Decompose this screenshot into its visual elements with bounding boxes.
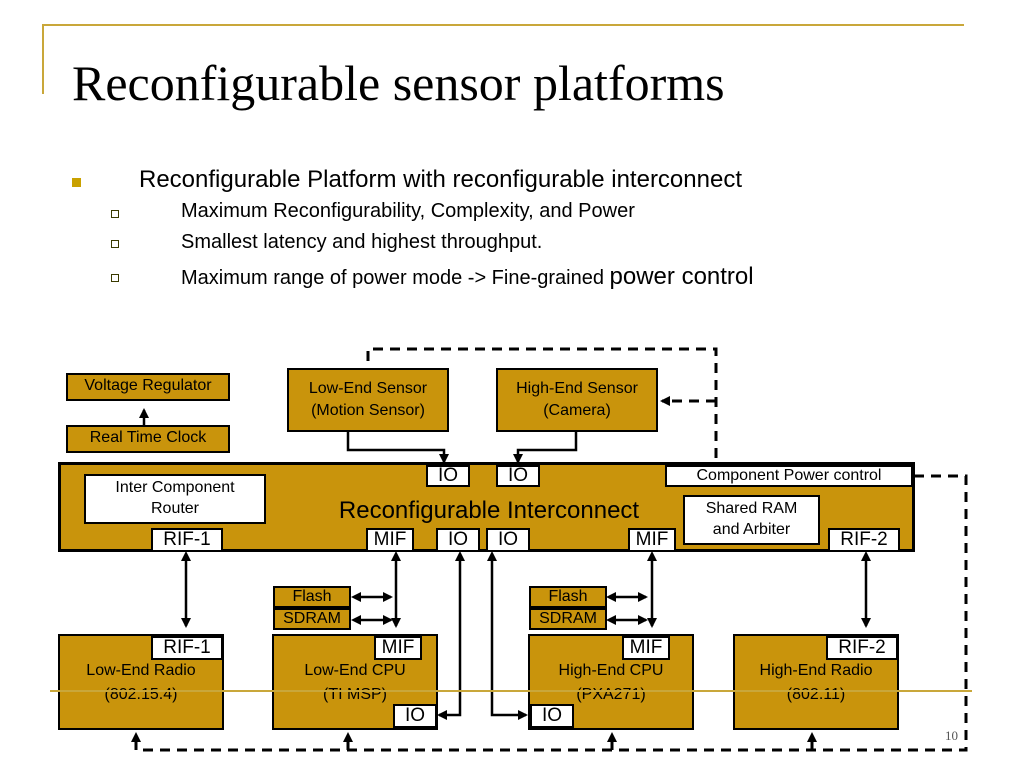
- io-high-cpu-link: [487, 551, 528, 720]
- bullet-sub-1: Maximum Reconfigurability, Complexity, a…: [181, 200, 635, 222]
- frame-top-rule: [42, 24, 964, 26]
- high-end-sensor-sublabel: (Camera): [543, 402, 611, 419]
- power-line-top: [366, 347, 718, 462]
- low-end-cpu-label: Low-End CPU: [304, 662, 406, 679]
- slide-title: Reconfigurable sensor platforms: [72, 55, 725, 111]
- low-end-radio-sublabel: (802.15.4): [104, 686, 178, 703]
- high-end-cpu-sublabel: (PXA271): [576, 686, 646, 703]
- sensor-low-arrow: [346, 432, 449, 464]
- bullet-sub-3: Maximum range of power mode -> Fine-grai…: [181, 263, 754, 291]
- mif-port-low: MIF: [366, 528, 414, 552]
- bullet-sub-2: Smallest latency and highest throughput.: [181, 231, 543, 253]
- shared-ram-label: Shared RAM: [705, 500, 798, 517]
- hollow-square-bullet-icon: [111, 240, 119, 248]
- frame-left-rule: [42, 24, 44, 94]
- mif-port-low-cpu: MIF: [374, 636, 422, 660]
- power-line-bottom: [131, 474, 968, 752]
- high-end-radio-label: High-End Radio: [759, 662, 873, 679]
- high-end-cpu-label: High-End CPU: [558, 662, 664, 679]
- bullet-sub-3-text: Maximum range of power mode -> Fine-grai…: [181, 267, 610, 289]
- voltage-regulator-box: Voltage Regulator: [66, 373, 230, 401]
- rif1-port-interconnect: RIF-1: [151, 528, 223, 552]
- rif2-port-interconnect: RIF-2: [828, 528, 900, 552]
- router-label: Inter Component: [115, 479, 235, 496]
- low-end-sensor-label: Low-End Sensor: [308, 380, 428, 397]
- rif2-port-radio: RIF-2: [826, 636, 898, 660]
- router-sublabel: Router: [150, 500, 200, 517]
- real-time-clock-box: Real Time Clock: [66, 425, 230, 453]
- low-end-cpu-sublabel: (TI MSP): [323, 686, 387, 703]
- sdram-box-high: SDRAM: [529, 608, 607, 630]
- low-end-radio-label: Low-End Radio: [86, 662, 196, 679]
- inter-component-router-box: Inter Component Router: [84, 474, 266, 524]
- bullet-sub-3-emphasis: power control: [609, 263, 754, 290]
- io-port-high-cpu-box: IO: [530, 704, 574, 728]
- mif-port-high: MIF: [628, 528, 676, 552]
- component-power-control-box: Component Power control: [665, 465, 913, 487]
- interconnect-label: Reconfigurable Interconnect: [338, 497, 640, 524]
- footer-rule: [50, 690, 972, 692]
- io-port-low-cpu: IO: [436, 528, 480, 552]
- io-port-high-cpu: IO: [486, 528, 530, 552]
- io-low-cpu-link: [437, 551, 465, 720]
- bullet-main: Reconfigurable Platform with reconfigura…: [139, 166, 742, 193]
- mif-port-high-cpu: MIF: [622, 636, 670, 660]
- io-port-sensor-low: IO: [426, 465, 470, 487]
- io-port-sensor-high: IO: [496, 465, 540, 487]
- sensor-high-arrow: [513, 432, 578, 464]
- high-end-radio-sublabel: (802.11): [786, 686, 846, 703]
- flash-box-low: Flash: [273, 586, 351, 608]
- low-end-sensor-box: Low-End Sensor (Motion Sensor): [287, 368, 449, 432]
- io-port-low-cpu-box: IO: [393, 704, 437, 728]
- page-number: 10: [945, 728, 958, 743]
- high-end-sensor-box: High-End Sensor (Camera): [496, 368, 658, 432]
- rif1-port-radio: RIF-1: [151, 636, 223, 660]
- high-end-sensor-label: High-End Sensor: [516, 380, 638, 397]
- hollow-square-bullet-icon: [111, 210, 119, 218]
- sdram-box-low: SDRAM: [273, 608, 351, 630]
- square-bullet-icon: [72, 178, 81, 187]
- flash-box-high: Flash: [529, 586, 607, 608]
- shared-ram-sublabel: and Arbiter: [712, 521, 791, 538]
- hollow-square-bullet-icon: [111, 274, 119, 282]
- low-end-sensor-sublabel: (Motion Sensor): [311, 402, 425, 419]
- shared-ram-box: Shared RAM and Arbiter: [683, 495, 820, 545]
